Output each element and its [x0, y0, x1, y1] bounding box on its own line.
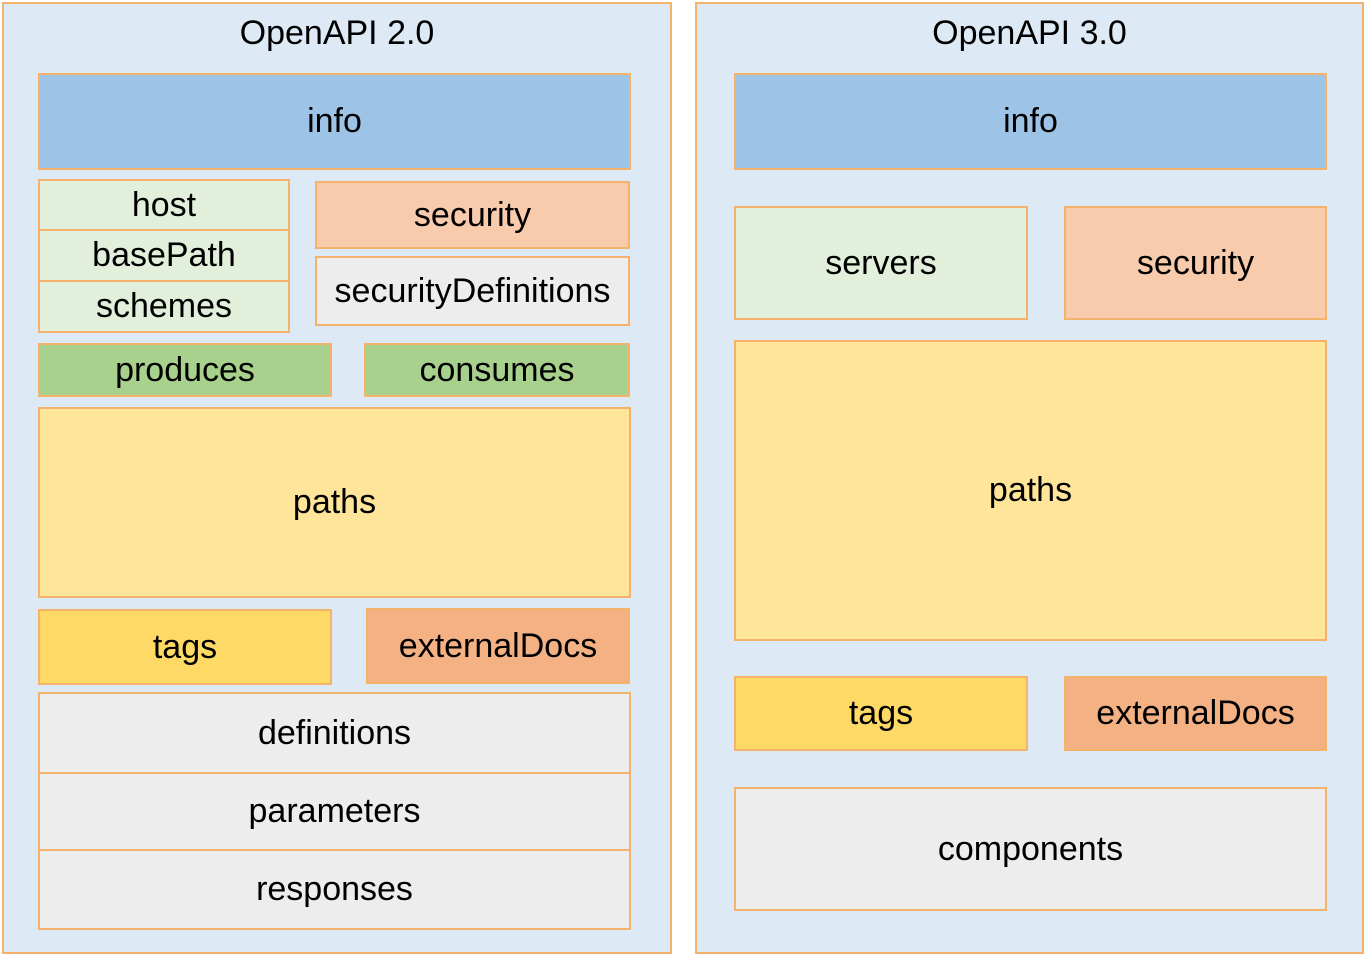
left-basepath-box: basePath	[38, 229, 290, 282]
left-consumes-box: consumes	[364, 343, 630, 397]
right-security-box: security	[1064, 206, 1327, 320]
right-paths-box: paths	[734, 340, 1327, 641]
right-components-box: components	[734, 787, 1327, 911]
panel-title-openapi-2: OpenAPI 2.0	[239, 14, 435, 52]
left-parameters-box: parameters	[38, 772, 631, 851]
left-produces-box: produces	[38, 343, 332, 397]
left-paths-box: paths	[38, 407, 631, 598]
right-externaldocs-box: externalDocs	[1064, 676, 1327, 751]
left-securitydefinitions-box: securityDefinitions	[315, 256, 630, 326]
left-info-box: info	[38, 73, 631, 170]
left-definitions-box: definitions	[38, 692, 631, 774]
left-externaldocs-box: externalDocs	[366, 608, 630, 684]
left-schemes-box: schemes	[38, 280, 290, 333]
panel-title-openapi-3: OpenAPI 3.0	[932, 14, 1127, 52]
right-info-box: info	[734, 73, 1327, 170]
right-servers-box: servers	[734, 206, 1028, 320]
left-responses-box: responses	[38, 849, 631, 930]
left-tags-box: tags	[38, 609, 332, 685]
left-host-box: host	[38, 179, 290, 231]
left-security-box: security	[315, 181, 630, 249]
right-tags-box: tags	[734, 676, 1028, 751]
